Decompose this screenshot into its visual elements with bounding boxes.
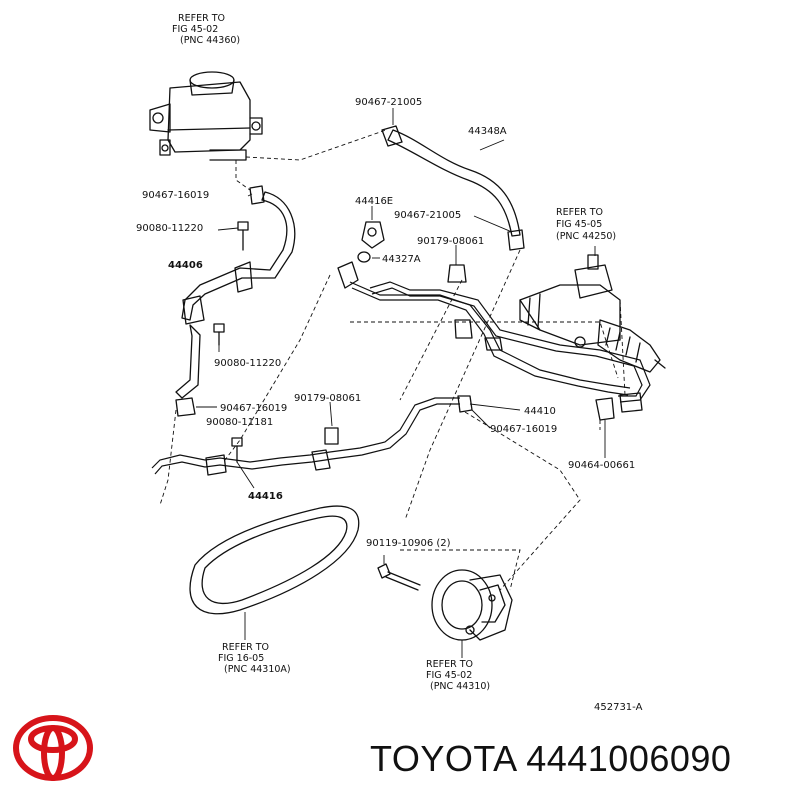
bolt-90119-10906: [377, 563, 421, 591]
label-44327A: 44327A: [382, 254, 421, 265]
svg-text:FIG 45-02: FIG 45-02: [426, 670, 472, 681]
svg-text:REFER TO: REFER TO: [178, 13, 225, 24]
pressure-tube-44410: [337, 261, 651, 421]
label-90179-08061-b: 90179-08061: [294, 393, 361, 404]
label-44416: 44416: [248, 491, 283, 502]
label-90080-11181: 90080-11181: [206, 417, 273, 428]
ref-note-pump: REFER TO FIG 45-02 (PNC 44310): [426, 659, 490, 692]
union-bolt-44416E: [361, 221, 385, 249]
bolt-90080-11181: [231, 437, 243, 463]
svg-text:REFER TO: REFER TO: [426, 659, 473, 670]
svg-text:(PNC 44310A): (PNC 44310A): [224, 664, 291, 675]
hose-44406: [175, 185, 296, 399]
power-steering-pump: [431, 569, 513, 641]
ref-note-belt: REFER TO FIG 16-05 (PNC 44310A): [218, 642, 291, 675]
svg-text:(PNC 44250): (PNC 44250): [556, 231, 616, 242]
label-90467-16019-c: 90467-16019: [490, 424, 557, 435]
clamp-90179-08061-b: [324, 427, 339, 445]
svg-text:REFER TO: REFER TO: [222, 642, 269, 653]
label-90467-21005-b: 90467-21005: [394, 210, 461, 221]
clamp-90179-08061-a: [447, 264, 467, 283]
hose-44416: [151, 395, 473, 476]
label-90119-10906: 90119-10906 (2): [366, 538, 451, 549]
bolt-90080-11220-a: [237, 221, 249, 251]
label-90080-11220-a: 90080-11220: [136, 223, 203, 234]
label-44406: 44406: [168, 260, 203, 271]
label-90464-00661: 90464-00661: [568, 460, 635, 471]
hose-44348A: [381, 125, 525, 251]
brand-caption: TOYOTA 4441006090: [370, 738, 731, 780]
gasket-44327A: [357, 251, 371, 263]
svg-text:(PNC 44360): (PNC 44360): [180, 35, 240, 46]
toyota-logo: [13, 715, 93, 781]
svg-text:FIG 45-05: FIG 45-05: [556, 219, 602, 230]
diagram-id: 452731-A: [594, 702, 643, 713]
label-44410: 44410: [524, 406, 556, 417]
svg-text:(PNC 44310): (PNC 44310): [430, 681, 490, 692]
bolt-90080-11220-b: [213, 323, 225, 346]
svg-text:FIG 45-02: FIG 45-02: [172, 24, 218, 35]
brand-name: TOYOTA: [370, 738, 516, 779]
svg-text:REFER TO: REFER TO: [556, 207, 603, 218]
part-number: 4441006090: [526, 738, 732, 779]
label-90179-08061-a: 90179-08061: [417, 236, 484, 247]
label-90467-21005-a: 90467-21005: [355, 97, 422, 108]
reservoir-tank: [149, 71, 263, 161]
label-90467-16019-b: 90467-16019: [220, 403, 287, 414]
svg-text:FIG 16-05: FIG 16-05: [218, 653, 264, 664]
ref-note-reservoir: REFER TO FIG 45-02 (PNC 44360): [172, 13, 240, 46]
steering-gear: [519, 254, 666, 373]
label-90080-11220-b: 90080-11220: [214, 358, 281, 369]
label-44348A: 44348A: [468, 126, 507, 137]
label-44416E: 44416E: [355, 196, 393, 207]
ref-note-gear: REFER TO FIG 45-05 (PNC 44250): [556, 207, 616, 242]
drive-belt: [189, 505, 360, 615]
label-90467-16019-a: 90467-16019: [142, 190, 209, 201]
